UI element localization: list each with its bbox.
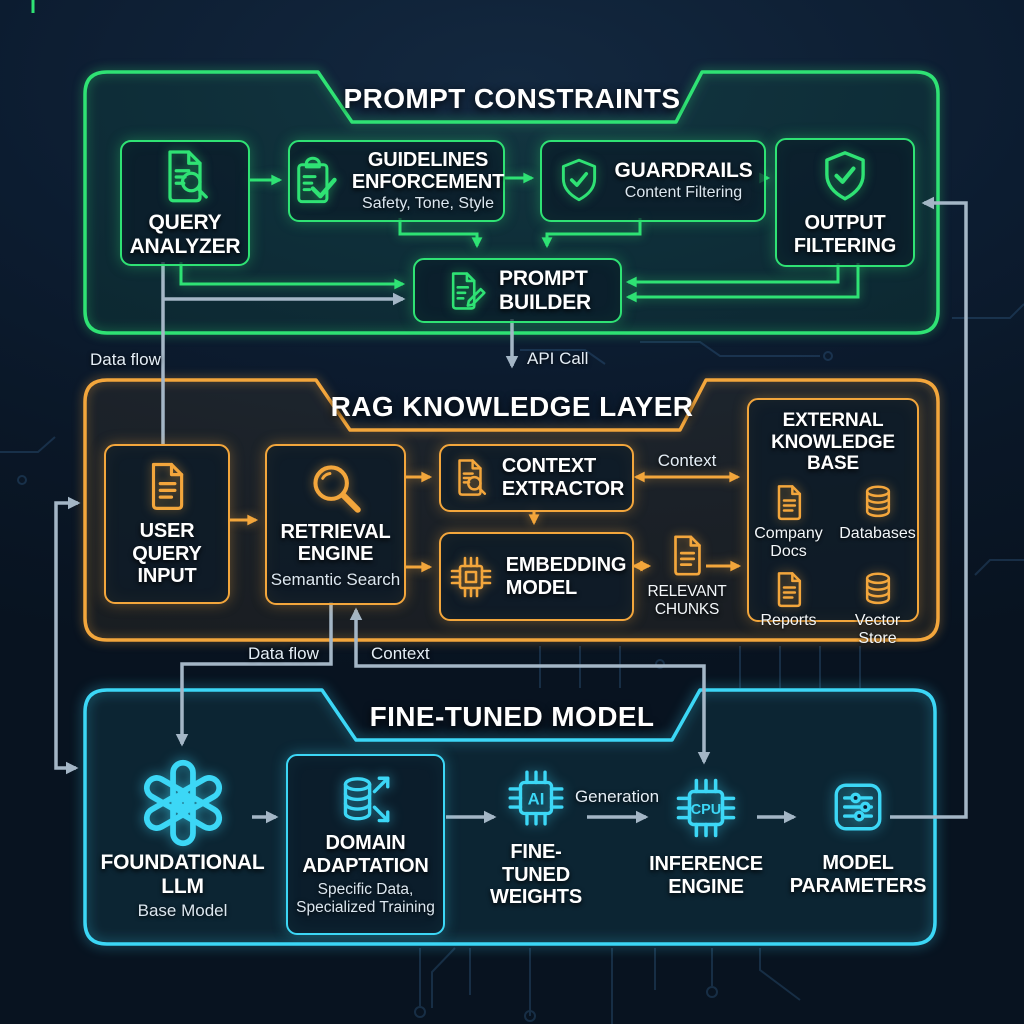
shield-check-icon — [561, 158, 596, 202]
edge-context-retrieval-inference — [349, 607, 711, 765]
guidelines-label: GUIDELINES ENFORCEMENT — [351, 148, 505, 194]
user-query-input-label: USER QUERY INPUT — [132, 519, 202, 588]
data-flow-label-mid: Data flow — [248, 644, 319, 663]
context-extractor-label: CONTEXT EXTRACTOR — [501, 455, 625, 500]
kb-item-vector-store: Vector Store — [838, 570, 917, 647]
foundational-llm-subtitle: Base Model — [137, 901, 228, 921]
document-icon — [674, 535, 701, 576]
prompt-builder-node: PROMPT BUILDER — [413, 258, 622, 323]
rag-layer-title: RAG KNOWLEDGE LAYER — [330, 391, 694, 422]
model-parameters-node: MODEL PARAMETERS — [790, 778, 926, 898]
relevant-chunks-label: RELEVANT CHUNKS — [647, 583, 727, 618]
edge-left-bracket — [54, 496, 81, 775]
document-search-icon — [458, 459, 486, 496]
openai-logo-icon — [143, 760, 222, 847]
fine-tuned-weights-node: AI FINE-TUNED WEIGHTS — [478, 770, 594, 908]
edge-guardrails-to-builder — [541, 218, 642, 249]
guardrails-subtitle: Content Filtering — [624, 184, 743, 202]
output-filtering-label: OUTPUT FILTERING — [793, 211, 897, 257]
magnifier-icon — [312, 464, 361, 513]
prompt-builder-label: PROMPT BUILDER — [499, 266, 591, 314]
kb-label-company-docs: Company Docs — [754, 524, 823, 560]
document-icon — [777, 485, 801, 521]
guidelines-node: GUIDELINES ENFORCEMENT Safety, Tone, Sty… — [288, 140, 505, 222]
sliders-icon — [834, 783, 882, 831]
domain-adaptation-subtitle: Specific Data, Specialized Training — [296, 880, 435, 917]
embedding-model-node: EMBEDDING MODEL — [439, 532, 634, 621]
generation-label: Generation — [574, 787, 660, 806]
foundational-llm-node: FOUNDATIONAL LLM Base Model — [100, 760, 265, 920]
external-kb-grid: Company Docs Databases Reports — [749, 483, 917, 647]
document-icon — [151, 462, 184, 510]
prompt-constraints-layer-outline — [83, 70, 940, 335]
clipboard-check-icon — [297, 156, 337, 204]
query-analyzer-label: QUERY ANALYZER — [129, 211, 241, 258]
edge-output-to-builder-2 — [625, 263, 860, 303]
inference-engine-label: INFERENCE ENGINE — [649, 852, 763, 898]
prompt-constraints-title: PROMPT CONSTRAINTS — [343, 83, 681, 114]
ai-chip-icon: AI — [508, 770, 564, 826]
model-parameters-label: MODEL PARAMETERS — [789, 852, 927, 897]
retrieval-engine-node: RETRIEVAL ENGINE Semantic Search — [265, 444, 406, 605]
edge-params-to-output-filtering — [890, 196, 968, 819]
retrieval-engine-label: RETRIEVAL ENGINE — [280, 520, 391, 566]
document-icon — [777, 572, 801, 608]
edge-analyzer-to-builder — [179, 262, 406, 290]
kb-label-vector-store: Vector Store — [854, 612, 901, 647]
cpu-chip-icon: CPU — [676, 778, 736, 837]
retrieval-engine-subtitle: Semantic Search — [270, 570, 401, 590]
context-label-kb: Context — [657, 451, 717, 470]
shield-check-icon — [825, 150, 865, 201]
external-knowledge-base-panel: EXTERNAL KNOWLEDGE BASE Company Docs Dat… — [747, 398, 919, 647]
guardrails-label: GUARDRAILS — [614, 159, 753, 183]
context-extractor-node: CONTEXT EXTRACTOR — [439, 444, 634, 512]
fine-tuned-weights-label: FINE-TUNED WEIGHTS — [490, 840, 582, 909]
kb-item-reports: Reports — [749, 570, 828, 647]
domain-adaptation-label: DOMAIN ADAPTATION — [302, 832, 429, 877]
query-analyzer-node: QUERY ANALYZER — [120, 140, 250, 266]
guidelines-subtitle: Safety, Tone, Style — [362, 195, 494, 213]
foundational-llm-label: FOUNDATIONAL LLM — [100, 851, 265, 899]
edge-guidelines-to-builder — [398, 218, 483, 249]
ai-chip-text: AI — [528, 789, 545, 808]
database-icon — [865, 485, 890, 518]
output-filtering-node: OUTPUT FILTERING — [775, 138, 915, 267]
kb-item-company-docs: Company Docs — [749, 483, 828, 560]
fine-tuned-title: FINE-TUNED MODEL — [369, 701, 655, 732]
kb-label-reports: Reports — [760, 612, 817, 630]
context-label-mid: Context — [371, 644, 430, 663]
inference-engine-node: CPU INFERENCE ENGINE — [648, 775, 764, 898]
database-arrows-icon — [343, 776, 389, 823]
document-search-icon — [168, 150, 208, 203]
embedding-model-label: EMBEDDING MODEL — [505, 553, 627, 599]
cpu-chip-text: CPU — [691, 802, 721, 818]
edge-output-to-builder-1 — [625, 263, 840, 288]
relevant-chunks-node: RELEVANT CHUNKS — [645, 533, 729, 625]
user-query-input-node: USER QUERY INPUT — [104, 444, 230, 604]
guardrails-node: GUARDRAILS Content Filtering — [540, 140, 766, 222]
domain-adaptation-node: DOMAIN ADAPTATION Specific Data, Special… — [286, 754, 445, 935]
database-icon — [865, 572, 890, 605]
external-kb-title: EXTERNAL KNOWLEDGE BASE — [771, 410, 895, 475]
edge-retrieval-to-llm-dataflow — [175, 602, 333, 747]
api-call-label: API Call — [527, 349, 589, 368]
kb-label-databases: Databases — [839, 524, 916, 542]
kb-item-databases: Databases — [838, 483, 917, 560]
chip-icon — [450, 556, 492, 597]
data-flow-label-top: Data flow — [90, 350, 161, 369]
document-edit-icon — [451, 271, 486, 310]
